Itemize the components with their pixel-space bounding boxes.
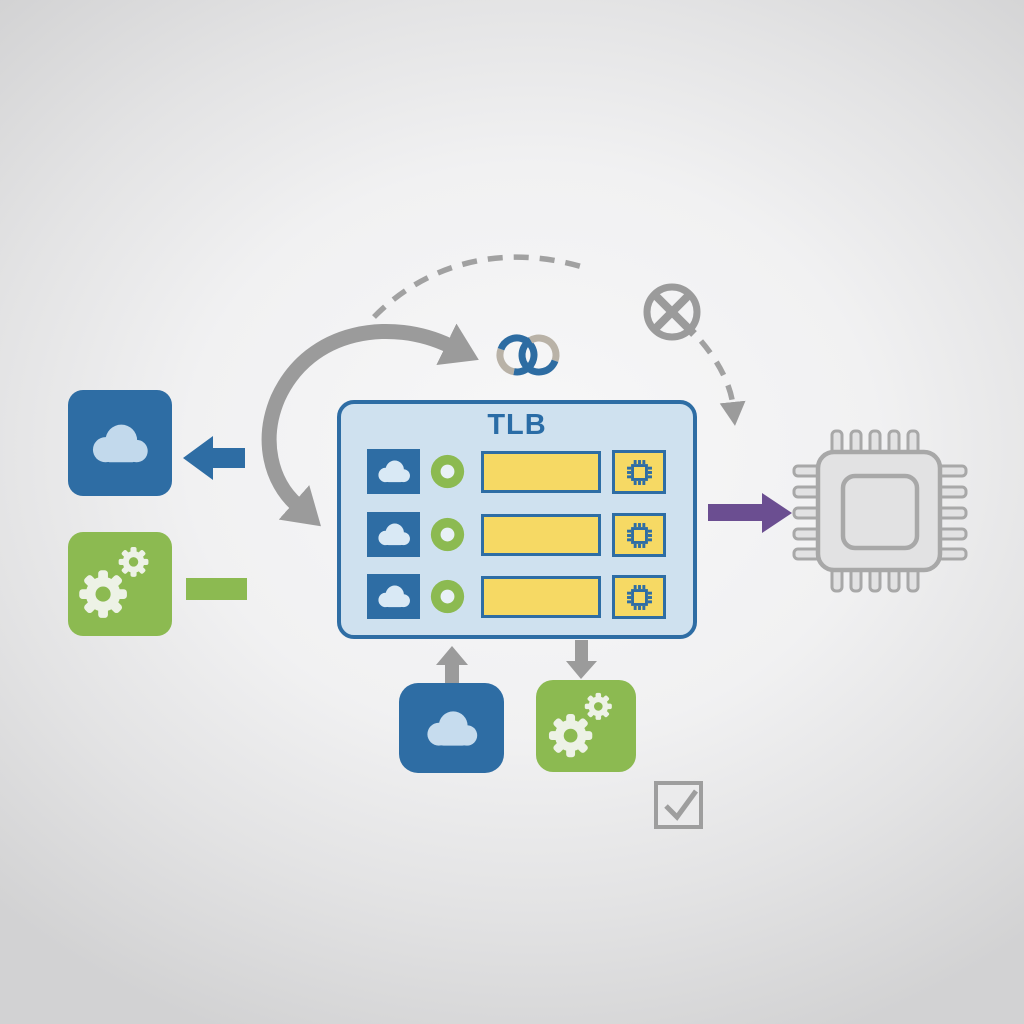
frame-cell bbox=[612, 450, 666, 494]
tlb-title: TLB bbox=[487, 409, 547, 441]
tlb-entry-row bbox=[367, 512, 667, 557]
checkbox-checked-icon bbox=[654, 781, 703, 829]
tlb-entry-row bbox=[367, 574, 667, 619]
valid-ring-icon bbox=[430, 454, 465, 489]
tlb-entry-row bbox=[367, 449, 667, 494]
gears-icon bbox=[79, 547, 149, 618]
bypass-dashed-arc bbox=[372, 254, 746, 426]
frame-cell bbox=[612, 513, 666, 557]
up-arrow bbox=[436, 646, 468, 684]
link-icon bbox=[496, 334, 560, 376]
cloud-icon bbox=[422, 709, 482, 747]
process-gears-tile bbox=[68, 532, 172, 636]
chip-icon bbox=[625, 458, 654, 487]
circled-x-icon bbox=[643, 283, 701, 341]
virtual-memory-cloud-tile bbox=[68, 390, 172, 496]
virtual-page-cell bbox=[367, 512, 420, 557]
cloud-icon bbox=[375, 459, 413, 483]
purple-right-arrow bbox=[708, 493, 792, 533]
cloud-icon bbox=[375, 584, 413, 608]
valid-ring-icon bbox=[430, 579, 465, 614]
gears-icon bbox=[548, 692, 612, 757]
valid-ring-icon bbox=[430, 517, 465, 552]
frame-cell bbox=[612, 575, 666, 619]
left-blue-arrow bbox=[183, 436, 245, 480]
page-table-cloud-tile bbox=[399, 683, 504, 773]
green-dash-connector bbox=[186, 578, 247, 600]
virtual-page-cell bbox=[367, 574, 420, 619]
virtual-page-cell bbox=[367, 449, 420, 494]
chip-icon bbox=[625, 583, 654, 612]
update-gears-tile bbox=[536, 680, 636, 772]
down-arrow bbox=[566, 640, 597, 679]
tlb-box: TLB bbox=[337, 400, 697, 639]
cpu-chip-icon bbox=[792, 429, 968, 593]
address-field bbox=[481, 451, 601, 493]
chip-icon bbox=[625, 521, 654, 550]
lookup-curve-arrow bbox=[261, 323, 479, 527]
cloud-icon bbox=[87, 422, 153, 464]
address-field bbox=[481, 514, 601, 556]
address-field bbox=[481, 576, 601, 618]
cloud-icon bbox=[375, 522, 413, 546]
